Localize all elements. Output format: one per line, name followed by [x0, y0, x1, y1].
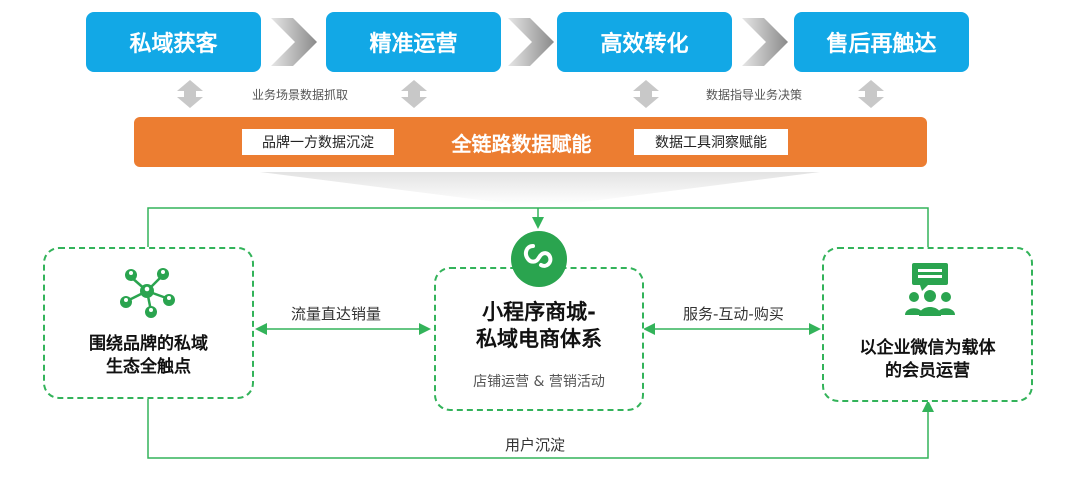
wecom-membership-box: 以企业微信为载体 的会员运营: [822, 247, 1033, 402]
double-arrow-icon: [401, 80, 427, 108]
banner-left-label: 品牌一方数据沉淀: [242, 129, 394, 155]
touchpoints-title-line2: 生态全触点: [106, 357, 191, 377]
banner-title: 全链路数据赋能: [451, 131, 592, 156]
edge-label-retention: 用户沉淀: [505, 436, 566, 454]
stage-operate: 精准运营: [326, 12, 501, 72]
wecom-members-icon: [905, 263, 955, 316]
data-empowerment-banner: 品牌一方数据沉淀 全链路数据赋能 数据工具洞察赋能: [134, 117, 927, 167]
mini-program-icon: [511, 231, 567, 287]
touchpoints-title-line1: 围绕品牌的私域: [89, 334, 208, 354]
private-touchpoints-box: 围绕品牌的私域 生态全触点: [43, 247, 254, 399]
caption-decision: 数据指导业务决策: [706, 88, 803, 102]
banner-right-label: 数据工具洞察赋能: [634, 129, 788, 155]
double-arrow-icon: [858, 80, 884, 108]
chevron-arrow-icon: [508, 18, 554, 66]
mall-subtitle: 店铺运营 & 营销活动: [473, 374, 605, 390]
chevron-arrow-icon: [271, 18, 317, 66]
stage-reach: 售后再触达: [794, 12, 969, 72]
stage-acquire: 私域获客: [86, 12, 261, 72]
chevron-arrow-icon: [742, 18, 788, 66]
edge-label-service: 服务-互动-购买: [683, 305, 784, 323]
caption-capture: 业务场景数据抓取: [252, 88, 349, 102]
double-arrow-icon: [633, 80, 659, 108]
wecom-title-line1: 以企业微信为载体: [859, 338, 996, 358]
mall-title-line1: 小程序商城-: [482, 300, 596, 324]
stage-convert: 高效转化: [557, 12, 732, 72]
mall-title-line2: 私域电商体系: [476, 327, 602, 351]
mini-program-mall-box: 小程序商城- 私域电商体系 店铺运营 & 营销活动: [434, 267, 644, 411]
network-people-icon: [120, 268, 175, 318]
double-arrow-icon: [177, 80, 203, 108]
edge-label-traffic: 流量直达销量: [291, 305, 382, 323]
wecom-title-line2: 的会员运营: [885, 361, 970, 381]
